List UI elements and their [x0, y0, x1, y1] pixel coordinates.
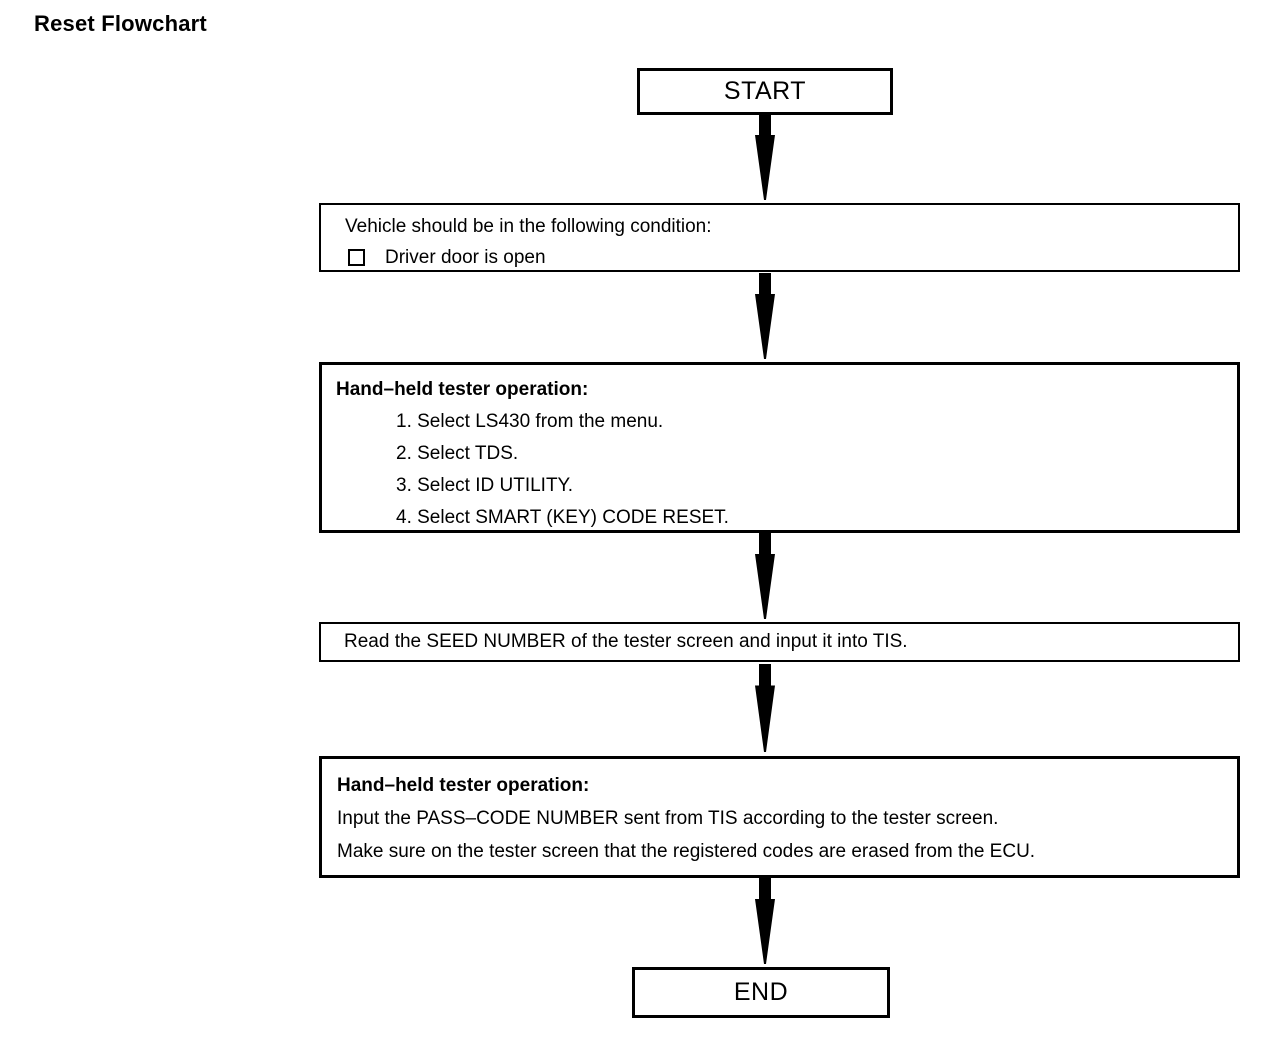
checklist-item: Driver door is open	[345, 242, 1228, 273]
tester-step: 1. Select LS430 from the menu.	[396, 411, 664, 432]
tester-operation-header: Hand–held tester operation:	[337, 775, 590, 796]
checkbox-icon	[348, 249, 365, 266]
down-arrow-icon	[755, 273, 775, 359]
tester-step: 2. Select TDS.	[396, 443, 519, 464]
tester-step: 4. Select SMART (KEY) CODE RESET.	[396, 507, 729, 528]
tester-instruction-line: Make sure on the tester screen that the …	[337, 841, 1036, 862]
instruction-text: Read the SEED NUMBER of the tester scree…	[344, 631, 908, 652]
end-node: END	[632, 967, 890, 1018]
tester-step: 3. Select ID UTILITY.	[396, 475, 574, 496]
page-title: Reset Flowchart	[34, 11, 207, 36]
condition-box: Vehicle should be in the following condi…	[319, 203, 1240, 272]
tester-operation-header: Hand–held tester operation:	[336, 379, 589, 400]
start-label: START	[723, 77, 807, 105]
tester-instruction-line: Input the PASS–CODE NUMBER sent from TIS…	[337, 808, 999, 829]
condition-heading: Vehicle should be in the following condi…	[345, 216, 712, 237]
tester-operation-box-1: Hand–held tester operation: 1. Select LS…	[319, 362, 1240, 533]
down-arrow-icon	[755, 878, 775, 964]
tester-operation-box-2: Hand–held tester operation: Input the PA…	[319, 756, 1240, 878]
end-label: END	[733, 978, 789, 1006]
down-arrow-icon	[755, 114, 775, 200]
checklist-label: Driver door is open	[385, 247, 546, 268]
down-arrow-icon	[755, 533, 775, 619]
start-node: START	[637, 68, 893, 115]
down-arrow-icon	[755, 664, 775, 752]
instruction-box: Read the SEED NUMBER of the tester scree…	[319, 622, 1240, 662]
